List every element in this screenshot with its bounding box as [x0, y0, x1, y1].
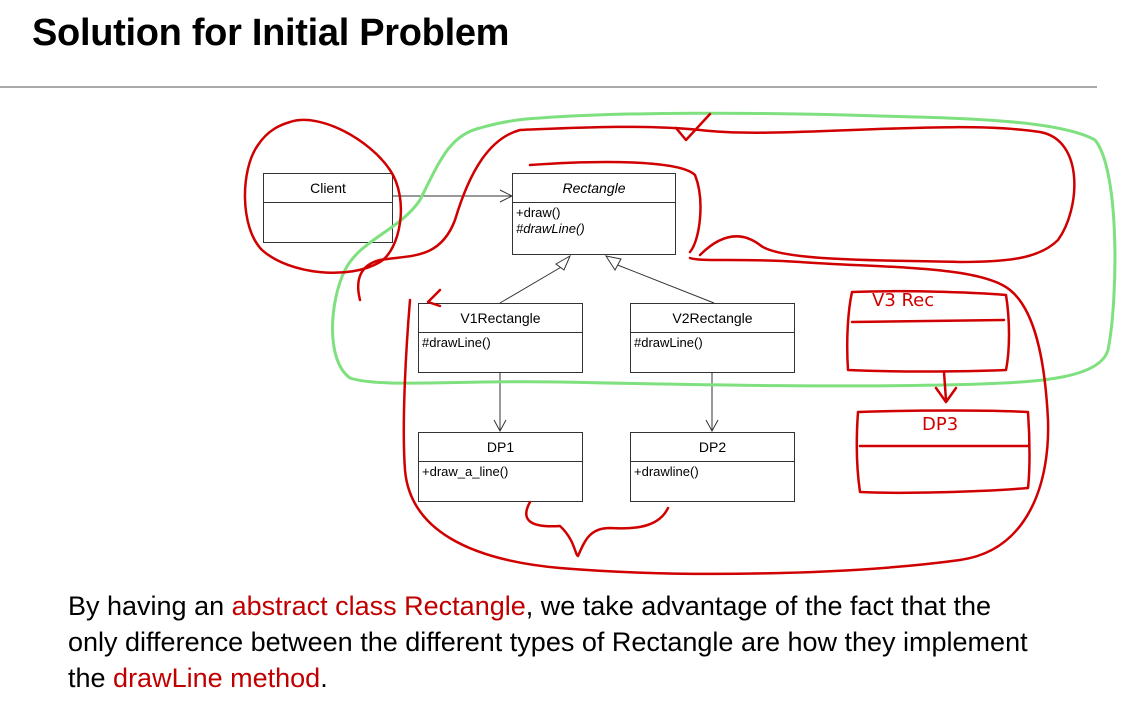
- v1-generalization-triangle: [555, 254, 572, 271]
- v2-generalization-line: [614, 263, 715, 304]
- handwritten-v3rec: V3 Rec: [872, 290, 935, 311]
- v2rectangle-class-name: V2Rectangle: [631, 304, 794, 333]
- client-class-name: Client: [264, 174, 392, 203]
- client-separator: [264, 202, 392, 203]
- client-class-box: Client: [263, 173, 393, 243]
- dp1-class-box: DP1 +draw_a_line(): [418, 432, 583, 502]
- dp1-class-name: DP1: [419, 433, 582, 462]
- v1-generalization-line: [499, 265, 564, 304]
- v2rectangle-class-box: V2Rectangle #drawLine(): [630, 303, 795, 373]
- slide-title: Solution for Initial Problem: [32, 12, 510, 54]
- rectangle-op-drawline: #drawLine(): [516, 221, 585, 236]
- v2-generalization-triangle: [604, 255, 622, 271]
- v2rectangle-op-drawline: #drawLine(): [634, 335, 703, 350]
- rectangle-op-draw: +draw(): [516, 205, 561, 220]
- caption-highlight-drawline: drawLine method: [113, 663, 321, 693]
- caption-text-3: .: [320, 663, 328, 693]
- rectangle-class-name: Rectangle: [513, 174, 675, 203]
- dp2-op-drawline: +drawline(): [634, 464, 699, 479]
- v1rectangle-class-name: V1Rectangle: [419, 304, 582, 333]
- v1rectangle-op-drawline: #drawLine(): [422, 335, 491, 350]
- caption-text-2: , we take advantage of the fact that the…: [68, 591, 1028, 693]
- caption-text-1: By having an: [68, 591, 232, 621]
- slide-caption: By having an abstract class Rectangle, w…: [68, 588, 1028, 696]
- caption-highlight-abstract-class: abstract class Rectangle: [231, 591, 526, 621]
- dp1-op-draw-a-line: +draw_a_line(): [422, 464, 509, 479]
- v1rectangle-class-box: V1Rectangle #drawLine(): [418, 303, 583, 373]
- handwritten-dp3: DP3: [922, 414, 959, 435]
- dp2-class-name: DP2: [631, 433, 794, 462]
- dp2-class-box: DP2 +drawline(): [630, 432, 795, 502]
- rectangle-class-box: Rectangle +draw() #drawLine(): [512, 173, 676, 255]
- title-divider: [0, 86, 1097, 88]
